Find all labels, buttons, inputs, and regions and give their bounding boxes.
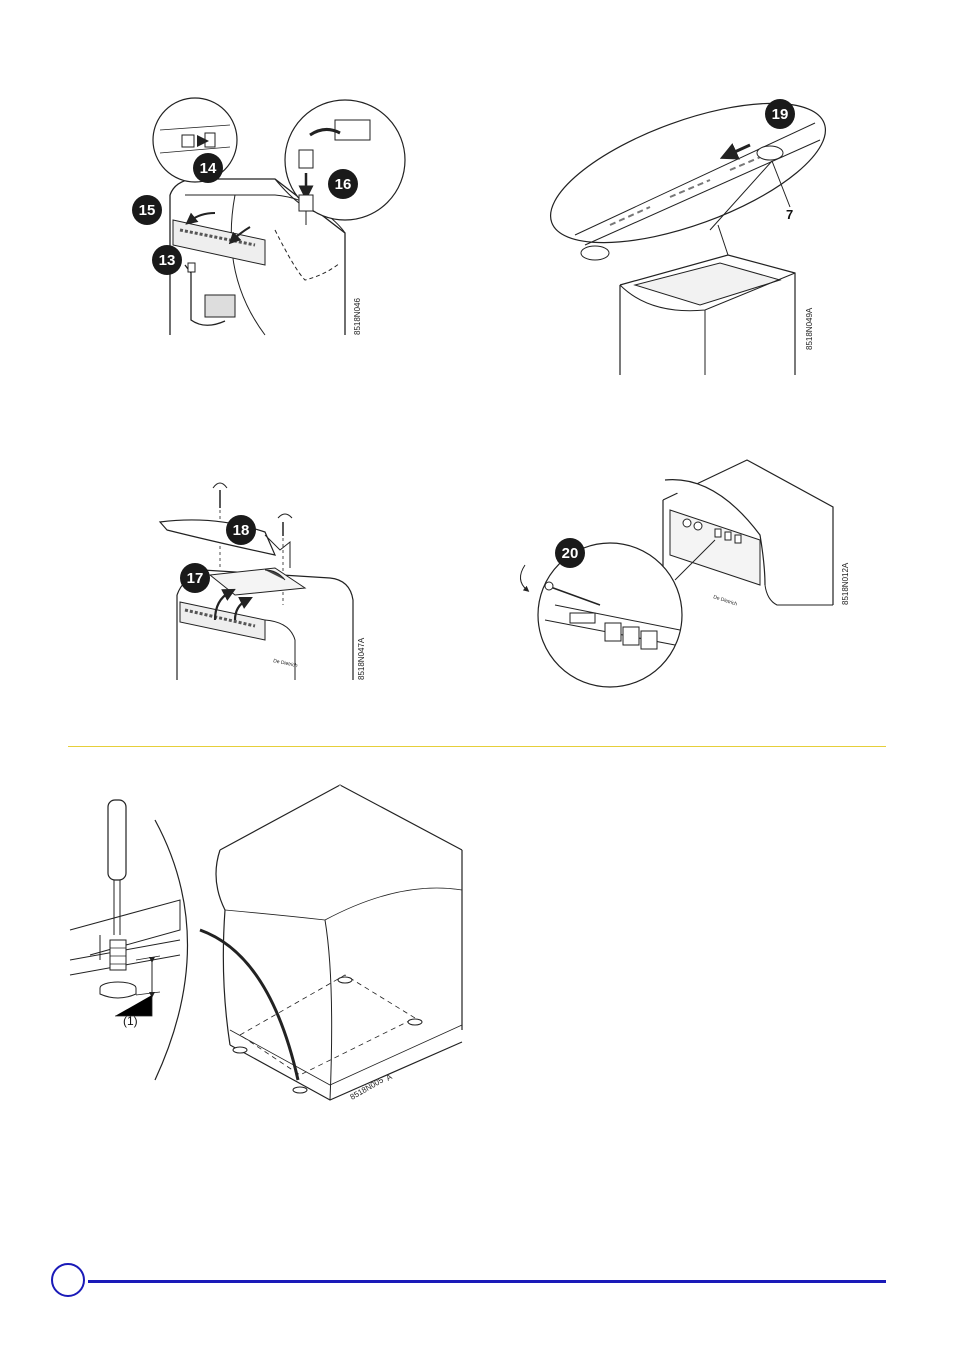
- figure-ref-code: 8518N046: [353, 298, 362, 335]
- figure-ref-suffix: A: [385, 1072, 395, 1083]
- svg-text:18: 18: [233, 522, 250, 539]
- step-badge-16: 16: [328, 169, 358, 199]
- figure-control-panel-screw: De Dietrich 20 8518N012A: [515, 455, 855, 700]
- svg-text:13: 13: [159, 252, 176, 269]
- step-badge-19: 19: [765, 99, 795, 129]
- section-divider: [68, 746, 886, 747]
- svg-text:19: 19: [772, 106, 789, 123]
- brand-mark: De Dietrich: [273, 658, 299, 669]
- svg-text:15: 15: [139, 202, 156, 219]
- svg-text:16: 16: [335, 176, 352, 193]
- step-badge-14: 14: [193, 153, 223, 183]
- dimension-label: (1): [123, 1014, 138, 1028]
- step-badge-15: 15: [132, 195, 162, 225]
- figure-ref-code: 8518N012A: [841, 562, 850, 605]
- step-badge-13: 13: [152, 245, 182, 275]
- step-badge-20: 20: [555, 538, 585, 568]
- figure-wiring-connection: 14 15 16 13 8518N046: [125, 95, 415, 345]
- callout-label: 7: [786, 207, 793, 222]
- figure-top-cover-detail: 19 7 8518N049A: [550, 85, 840, 380]
- figure-ref-code: 8518N047A: [357, 637, 366, 680]
- figure-cover-screws: De Dietrich 18 17 8518N047A: [155, 470, 380, 680]
- svg-text:17: 17: [187, 570, 204, 587]
- figure-ref-code: 8518N049A: [805, 307, 814, 350]
- figure-ref-code: 8518N005: [349, 1075, 386, 1102]
- step-badge-18: 18: [226, 515, 256, 545]
- figure-leveling-feet: (1) 8518N005 A: [70, 780, 470, 1120]
- svg-text:14: 14: [200, 160, 217, 177]
- svg-text:20: 20: [562, 545, 579, 562]
- page-number-circle: [51, 1263, 85, 1297]
- brand-mark: De Dietrich: [712, 594, 738, 607]
- step-badge-17: 17: [180, 563, 210, 593]
- footer-rule: [88, 1280, 886, 1283]
